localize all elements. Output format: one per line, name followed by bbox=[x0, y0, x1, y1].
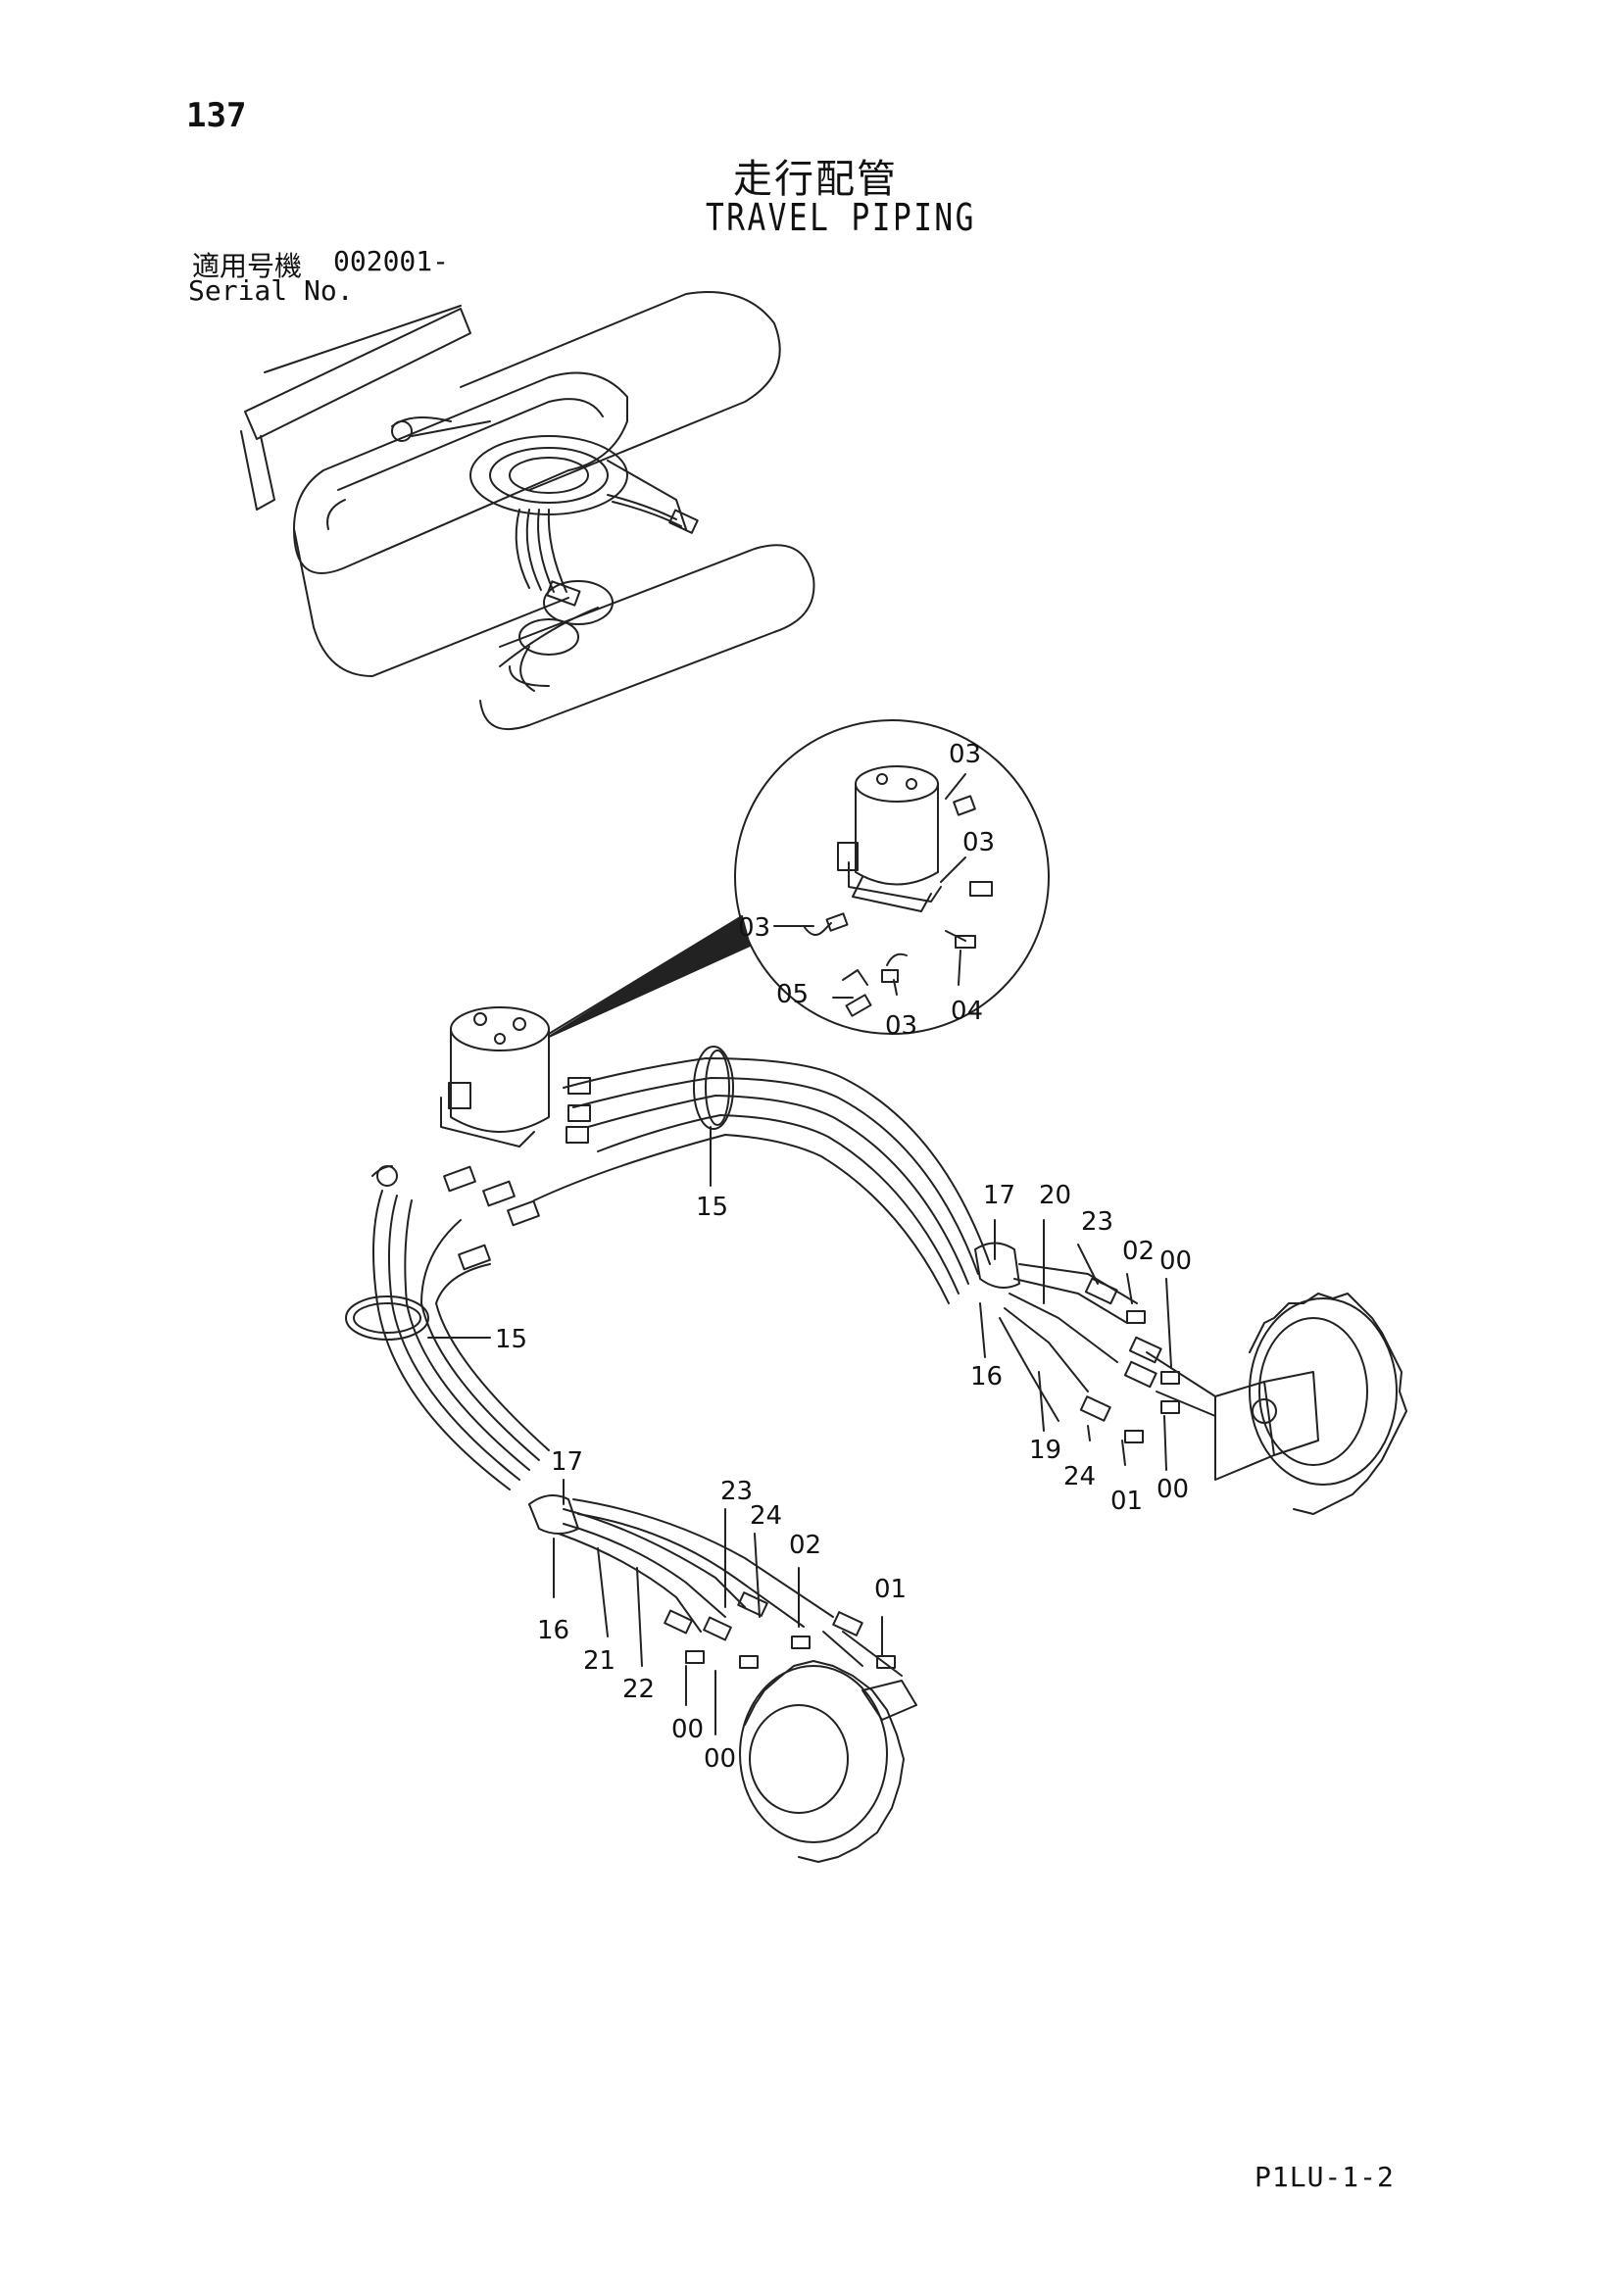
title-english: TRAVEL PIPING bbox=[706, 196, 976, 239]
serial-label-english: Serial No. bbox=[188, 274, 354, 307]
callout-right-00b: 00 bbox=[1156, 1475, 1189, 1504]
page-number: 137 bbox=[186, 96, 247, 135]
callout-left-21: 21 bbox=[583, 1646, 615, 1676]
callout-15-top: 15 bbox=[696, 1193, 728, 1222]
hose-bundle bbox=[345, 1046, 1138, 1633]
left-fittings bbox=[664, 1591, 896, 1669]
title-japanese: 走行配管 bbox=[733, 157, 898, 202]
callout-left-00a: 00 bbox=[671, 1715, 704, 1744]
callout-detail-05: 05 bbox=[776, 980, 809, 1009]
left-travel-motor bbox=[739, 1631, 917, 1863]
callout-right-16: 16 bbox=[970, 1362, 1003, 1392]
callout-labels: 03 03 03 05 03 04 15 15 17 20 23 02 00 1… bbox=[495, 740, 1192, 1774]
machine-overview-illustration bbox=[240, 291, 815, 730]
callout-right-24: 24 bbox=[1063, 1462, 1096, 1491]
callout-detail-03d: 03 bbox=[885, 1011, 917, 1041]
callout-left-17: 17 bbox=[551, 1447, 583, 1477]
callout-left-22: 22 bbox=[622, 1675, 655, 1704]
serial-number-value: 002001- bbox=[333, 245, 450, 277]
callout-left-02: 02 bbox=[789, 1531, 821, 1560]
callout-right-02: 02 bbox=[1122, 1237, 1155, 1266]
callout-right-20: 20 bbox=[1039, 1181, 1071, 1210]
callout-right-23: 23 bbox=[1081, 1207, 1113, 1237]
callout-detail-04: 04 bbox=[951, 997, 983, 1026]
page-code: P1LU-1-2 bbox=[1255, 2161, 1395, 2193]
callout-detail-03b: 03 bbox=[962, 828, 995, 857]
callout-left-24: 24 bbox=[750, 1501, 782, 1531]
callout-detail-03c: 03 bbox=[738, 913, 770, 943]
callout-15-left: 15 bbox=[495, 1325, 527, 1354]
callout-right-19: 19 bbox=[1029, 1436, 1061, 1465]
swivel-joint bbox=[440, 1006, 550, 1148]
callout-detail-03a: 03 bbox=[949, 740, 981, 769]
callout-left-00b: 00 bbox=[704, 1744, 736, 1774]
detail-view-circle bbox=[548, 719, 1050, 1038]
callout-left-16: 16 bbox=[537, 1616, 569, 1645]
callout-right-17: 17 bbox=[983, 1181, 1015, 1210]
right-travel-motor bbox=[1146, 1293, 1407, 1515]
leader-lines bbox=[553, 1219, 1172, 1735]
callout-left-01: 01 bbox=[874, 1575, 907, 1604]
callout-right-01: 01 bbox=[1110, 1487, 1143, 1516]
right-fittings bbox=[1079, 1277, 1180, 1443]
callout-left-23: 23 bbox=[720, 1477, 753, 1506]
serial-label-japanese: 適用号機 bbox=[192, 250, 303, 282]
callout-right-00a: 00 bbox=[1159, 1246, 1192, 1276]
